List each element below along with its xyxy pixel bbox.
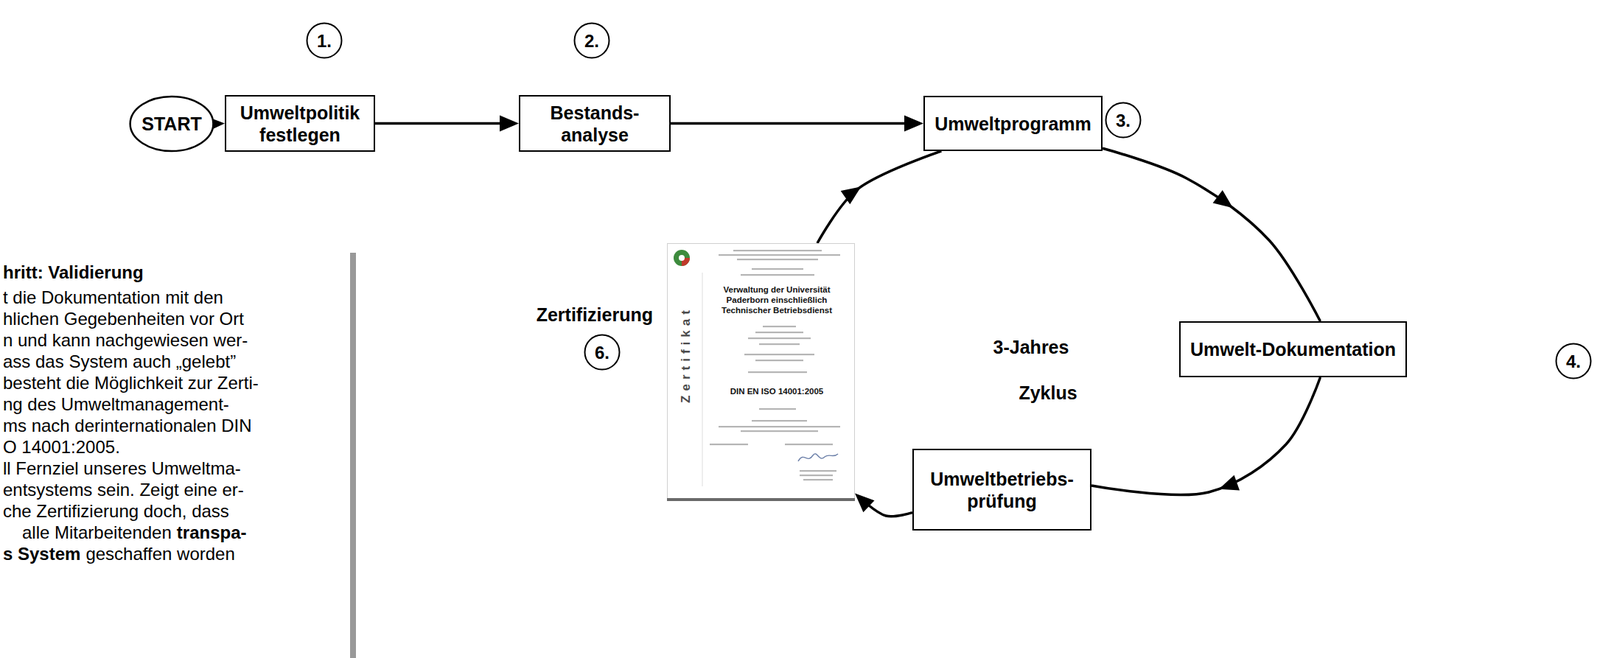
certificate-fine-print (718, 425, 841, 428)
certificate-edge (666, 498, 855, 502)
certificate-fine-print (759, 343, 800, 345)
certificate-fine-print (751, 268, 804, 270)
certificate-paper (667, 243, 855, 502)
sidebar-text: transpa- (176, 522, 247, 544)
sidebar-text: hritt: Validierung (2, 262, 144, 284)
certificate-fine-print (751, 420, 808, 422)
arrow-head (854, 493, 875, 513)
process-box: Umwelt-Dokumentation (1179, 321, 1407, 378)
certificate-logo (678, 254, 685, 261)
certificate-fine-print (755, 359, 804, 362)
flow-arrow (817, 151, 942, 244)
flow-arrow (1091, 377, 1320, 496)
certificate-fine-print (784, 443, 833, 446)
certificate-node: Zertifikat Verwaltung der Universität Pad… (666, 243, 855, 502)
process-box: Umweltbetriebs- prüfung (912, 448, 1092, 531)
start-ellipse: START (128, 95, 215, 153)
certificate-standard: DIN EN ISO 14001:2005 (709, 386, 844, 397)
certificate-logo (673, 249, 690, 267)
callout-number: 6. (584, 334, 621, 371)
arrow-head (499, 115, 519, 132)
sidebar-text: hlichen Gegebenheiten vor Ort (2, 308, 244, 330)
callout-number: 1. (306, 22, 343, 59)
callout-number: 2. (574, 22, 611, 59)
node-text: Umwelt-Dokumentation (1190, 338, 1396, 361)
certificate-signature (798, 453, 838, 462)
certificate-fine-print (709, 443, 749, 446)
connector-line (854, 493, 913, 517)
ellipse-outline (130, 96, 214, 152)
node-text: Umweltprogramm (934, 112, 1092, 135)
step-label: Zertifizierung (536, 303, 653, 326)
sidebar-bar (350, 252, 356, 658)
flow-arrow (375, 115, 519, 132)
certificate-title: Verwaltung der Universität Paderborn ein… (709, 284, 844, 316)
node-text: Umweltbetriebs- prüfung (921, 467, 1083, 513)
flow-arrow (1102, 148, 1320, 322)
certificate-fine-print (759, 408, 796, 410)
certificate-fine-print (799, 474, 833, 477)
arrow-head (904, 115, 924, 132)
node-text: START (141, 112, 202, 135)
sidebar-text: n und kann nachgewiesen wer- (2, 330, 248, 351)
callout-number: 3. (1105, 102, 1142, 139)
sidebar-text: ms nach derinternationalen DIN (2, 415, 253, 437)
process-box: Umweltpolitik festlegen (224, 95, 376, 152)
certificate-fine-print (748, 371, 808, 373)
arrow-head (1213, 190, 1233, 208)
sidebar-text: che Zertifizierung doch, dass (2, 501, 230, 522)
certificate-fine-print (748, 337, 811, 340)
certificate-fine-print (733, 249, 822, 252)
connector-line (1091, 377, 1320, 496)
sidebar-text: geschaffen worden (85, 543, 235, 565)
flow-arrow (670, 115, 924, 132)
node-text: Bestands- analyse (527, 101, 662, 146)
process-box: Umweltprogramm (923, 95, 1103, 152)
sidebar-text: O 14001:2005. (2, 437, 121, 458)
arrow-head (1218, 475, 1240, 491)
sidebar-text: s System (2, 543, 81, 565)
callout-number: 4. (1555, 343, 1592, 380)
connector-line (375, 122, 519, 126)
connector-line (817, 151, 942, 244)
certificate-fine-print (718, 254, 841, 256)
certificate-strip (702, 272, 704, 487)
sidebar-text: ass das System auch „gelebt” (2, 351, 236, 373)
certificate-fine-print (744, 353, 815, 356)
sidebar-text: besteht die Möglichkeit zur Zerti- (2, 372, 259, 394)
certificate-fine-print (803, 479, 833, 481)
certificate-fine-print (736, 258, 819, 261)
certificate-picture (666, 243, 855, 502)
cycle-label: 3-Jahres (993, 336, 1070, 359)
connector-line (1102, 148, 1320, 322)
arrow-head (840, 186, 862, 205)
certificate-fine-print (755, 331, 804, 334)
sidebar-text: alle Mitarbeitenden (22, 522, 172, 544)
process-box: Bestands- analyse (518, 95, 671, 152)
certificate-heading: Zertifikat (678, 305, 694, 404)
sidebar-text: ll Fernziel unseres Umweltma- (2, 458, 241, 480)
certificate-fine-print (740, 430, 819, 432)
flow-arrow (854, 493, 913, 517)
certificate-fine-print (799, 470, 837, 472)
node-text: Umweltpolitik festlegen (233, 101, 367, 146)
sidebar-text: t die Dokumentation mit den (2, 287, 224, 309)
sidebar-text: ng des Umweltmanagement- (2, 394, 230, 415)
cycle-label: Zyklus (1018, 381, 1077, 404)
sidebar-text: entsystems sein. Zeigt eine er- (2, 479, 244, 501)
certificate-fine-print (740, 274, 815, 276)
connector-line (670, 122, 924, 126)
certificate-fine-print (762, 325, 796, 328)
